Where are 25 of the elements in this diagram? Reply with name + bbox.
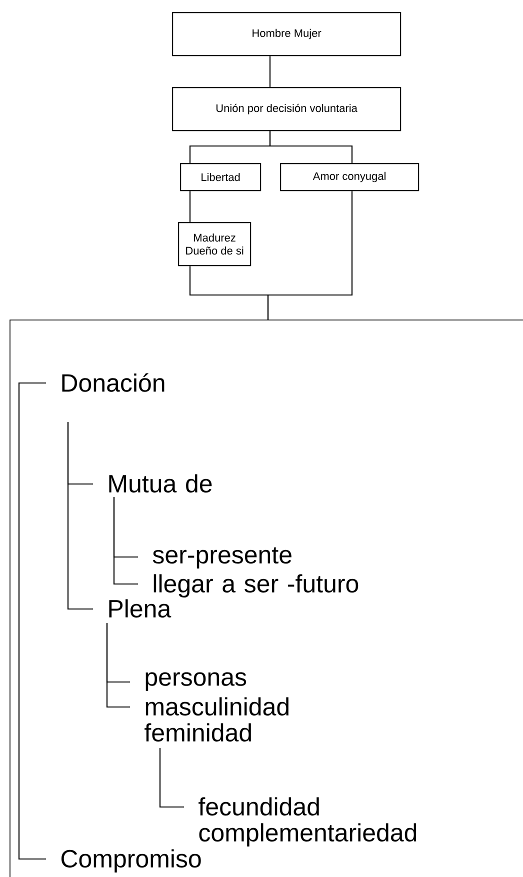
process-box: Amor conyugal [280,163,420,192]
outline-item: ser-presente [152,547,292,569]
process-box: Madurez Dueño de si [178,222,252,266]
tree-line [18,382,46,387]
tree-line [18,387,46,860]
outline-item: Compromiso [61,849,201,872]
tree-line [113,497,138,585]
process-box: Hombre Mujer [172,12,402,56]
process-box: Libertad [180,163,262,192]
connector-line [269,56,271,87]
connector-line [189,191,191,222]
process-box: Unión por decisión voluntaria [172,87,402,132]
outline-item: Mutua de [109,474,212,493]
tree-line [67,422,93,610]
outline-item: personas [146,672,246,691]
outline-item: Plena [109,599,172,618]
tree-line [159,748,184,808]
outline-item: fecundidad complementariedad [198,797,416,846]
outline-item: masculinidad feminidad [144,697,288,742]
bracket-frame [10,320,523,877]
connector-line [267,191,353,320]
connector-line [269,131,353,163]
outline-item: Donación [62,373,164,392]
outline-item: llegar a ser -futuro [154,574,358,598]
tree-line [106,623,130,708]
